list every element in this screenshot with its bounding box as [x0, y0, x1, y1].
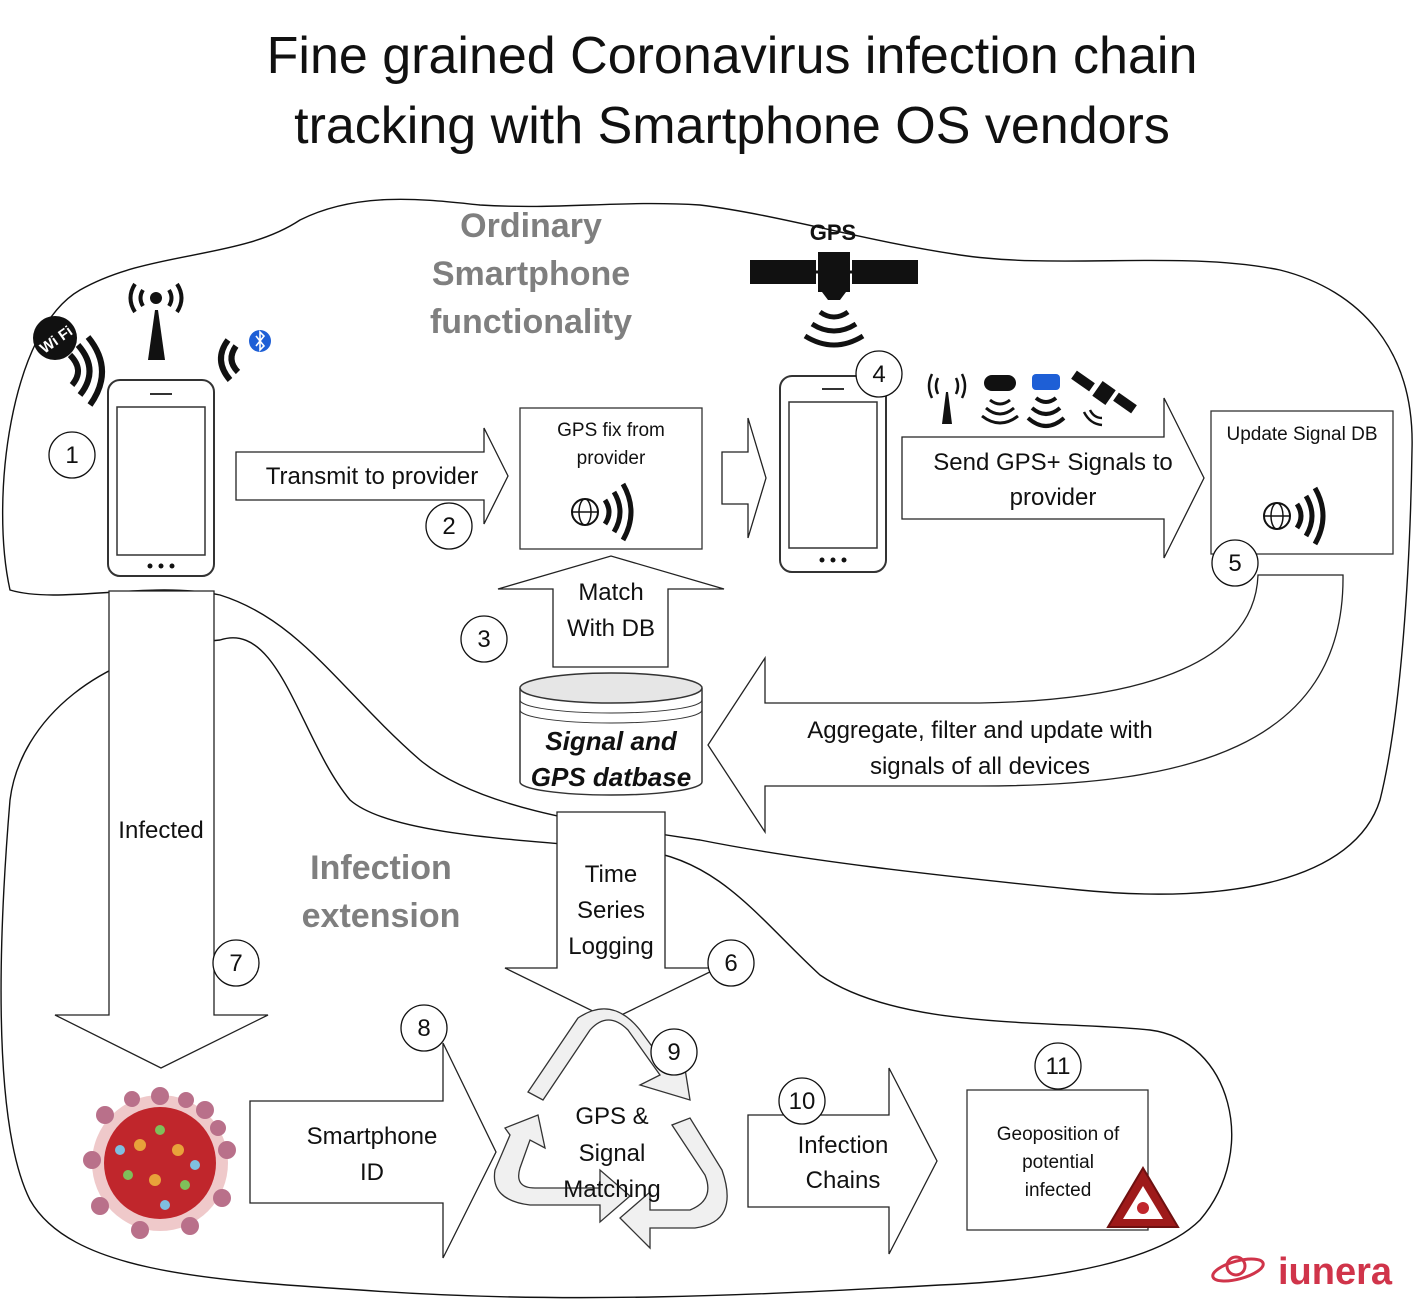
- update-signal-db-box: [1210, 410, 1394, 555]
- bluetooth-icon: [218, 330, 271, 382]
- smartphone-right: [779, 375, 887, 573]
- iunera-logo-mark: [1211, 1255, 1265, 1283]
- match-label-1: Match: [578, 579, 643, 606]
- aggregate-label-1: Aggregate, filter and update with: [807, 717, 1153, 744]
- small-cell-tower-icon: [927, 373, 967, 424]
- cell-tower-icon: [128, 282, 184, 360]
- small-wifi-icon: [981, 375, 1019, 425]
- step-3-number: 3: [477, 626, 490, 653]
- step-10-marker: [778, 1077, 826, 1125]
- step-2-marker: [425, 502, 473, 550]
- ordinary-label-1: Ordinary: [460, 207, 602, 245]
- step-5-marker: [1211, 539, 1259, 587]
- update-db-label: Update Signal DB: [1226, 424, 1377, 445]
- geoposition-line-3: infected: [1025, 1180, 1092, 1201]
- match-label-2: With DB: [567, 615, 655, 642]
- satellite-icon: [750, 252, 918, 348]
- fix-to-phone-arrow: [721, 417, 767, 539]
- step-9-number: 9: [667, 1039, 680, 1066]
- wifi-icon: Wi Fi: [33, 316, 105, 407]
- step-3-marker: [460, 615, 508, 663]
- time-series-arrow: [504, 811, 719, 1021]
- step-1-number: 1: [65, 442, 78, 469]
- signal-gps-database: [519, 672, 703, 796]
- ordinary-functionality-region: [2, 198, 1413, 895]
- time-series-label-2: Series: [577, 897, 645, 924]
- step-7-number: 7: [229, 950, 242, 977]
- infected-arrow: [54, 590, 269, 1069]
- smartphone-left: [107, 379, 215, 577]
- matching-label-2: Signal: [579, 1140, 646, 1167]
- step-4-number: 4: [872, 361, 885, 388]
- database-label-2: GPS datbase: [531, 762, 691, 792]
- matching-label-1: GPS &: [575, 1103, 648, 1130]
- infected-label: Infected: [118, 817, 203, 844]
- step-5-number: 5: [1228, 550, 1241, 577]
- geoposition-box: [966, 1089, 1149, 1231]
- infection-label-2: extension: [302, 897, 461, 935]
- ordinary-label-3: functionality: [430, 303, 632, 341]
- send-signals-arrow: [901, 397, 1205, 559]
- time-series-label-1: Time: [585, 861, 637, 888]
- title-line-2: tracking with Smartphone OS vendors: [294, 97, 1170, 155]
- time-series-label-3: Logging: [568, 933, 653, 960]
- smartphone-id-label-1: Smartphone: [307, 1123, 438, 1150]
- small-satellite-icon: [1071, 370, 1137, 427]
- step-11-number: 11: [1046, 1053, 1071, 1080]
- gps-fix-line-2: provider: [577, 448, 646, 469]
- step-9-marker: [650, 1028, 698, 1076]
- transmit-label: Transmit to provider: [266, 463, 479, 490]
- step-4-marker: [855, 350, 903, 398]
- matching-label-3: Matching: [563, 1176, 660, 1203]
- warning-icon: [1106, 1166, 1180, 1228]
- aggregate-label-2: signals of all devices: [870, 753, 1090, 780]
- step-2-number: 2: [442, 513, 455, 540]
- send-label-1: Send GPS+ Signals to: [933, 449, 1172, 476]
- infection-chains-arrow: [747, 1067, 938, 1255]
- step-7-marker: [212, 939, 260, 987]
- infection-chains-label-2: Chains: [806, 1167, 881, 1194]
- gps-label: GPS: [810, 220, 856, 245]
- smartphone-id-label-2: ID: [360, 1159, 384, 1186]
- step-1-marker: [48, 431, 96, 479]
- globe-signal-icon: [571, 482, 634, 542]
- geoposition-line-2: potential: [1022, 1152, 1094, 1173]
- geoposition-line-1: Geoposition of: [997, 1124, 1120, 1145]
- send-label-2: provider: [1010, 484, 1097, 511]
- transmit-arrow: [235, 427, 509, 525]
- step-8-marker: [400, 1004, 448, 1052]
- smartphone-id-arrow: [249, 1042, 497, 1259]
- gps-fix-line-1: GPS fix from: [557, 420, 665, 441]
- infection-label-1: Infection: [310, 849, 452, 887]
- globe-signal-icon-2: [1263, 486, 1326, 546]
- infection-chains-label-1: Infection: [798, 1132, 889, 1159]
- step-8-number: 8: [417, 1015, 430, 1042]
- small-bluetooth-icon: [1026, 374, 1066, 428]
- database-label-1: Signal and: [545, 726, 678, 756]
- title-line-1: Fine grained Coronavirus infection chain: [267, 27, 1198, 85]
- step-6-marker: [707, 939, 755, 987]
- gps-fix-box: [519, 407, 703, 550]
- aggregate-arrow: [707, 574, 1344, 835]
- iunera-logo-text: iunera: [1278, 1251, 1393, 1293]
- step-11-marker: [1034, 1042, 1082, 1090]
- ordinary-label-2: Smartphone: [432, 255, 630, 293]
- step-6-number: 6: [724, 950, 737, 977]
- coronavirus-icon: [83, 1087, 236, 1239]
- match-with-db-arrow: [497, 555, 725, 668]
- step-10-number: 10: [789, 1088, 816, 1115]
